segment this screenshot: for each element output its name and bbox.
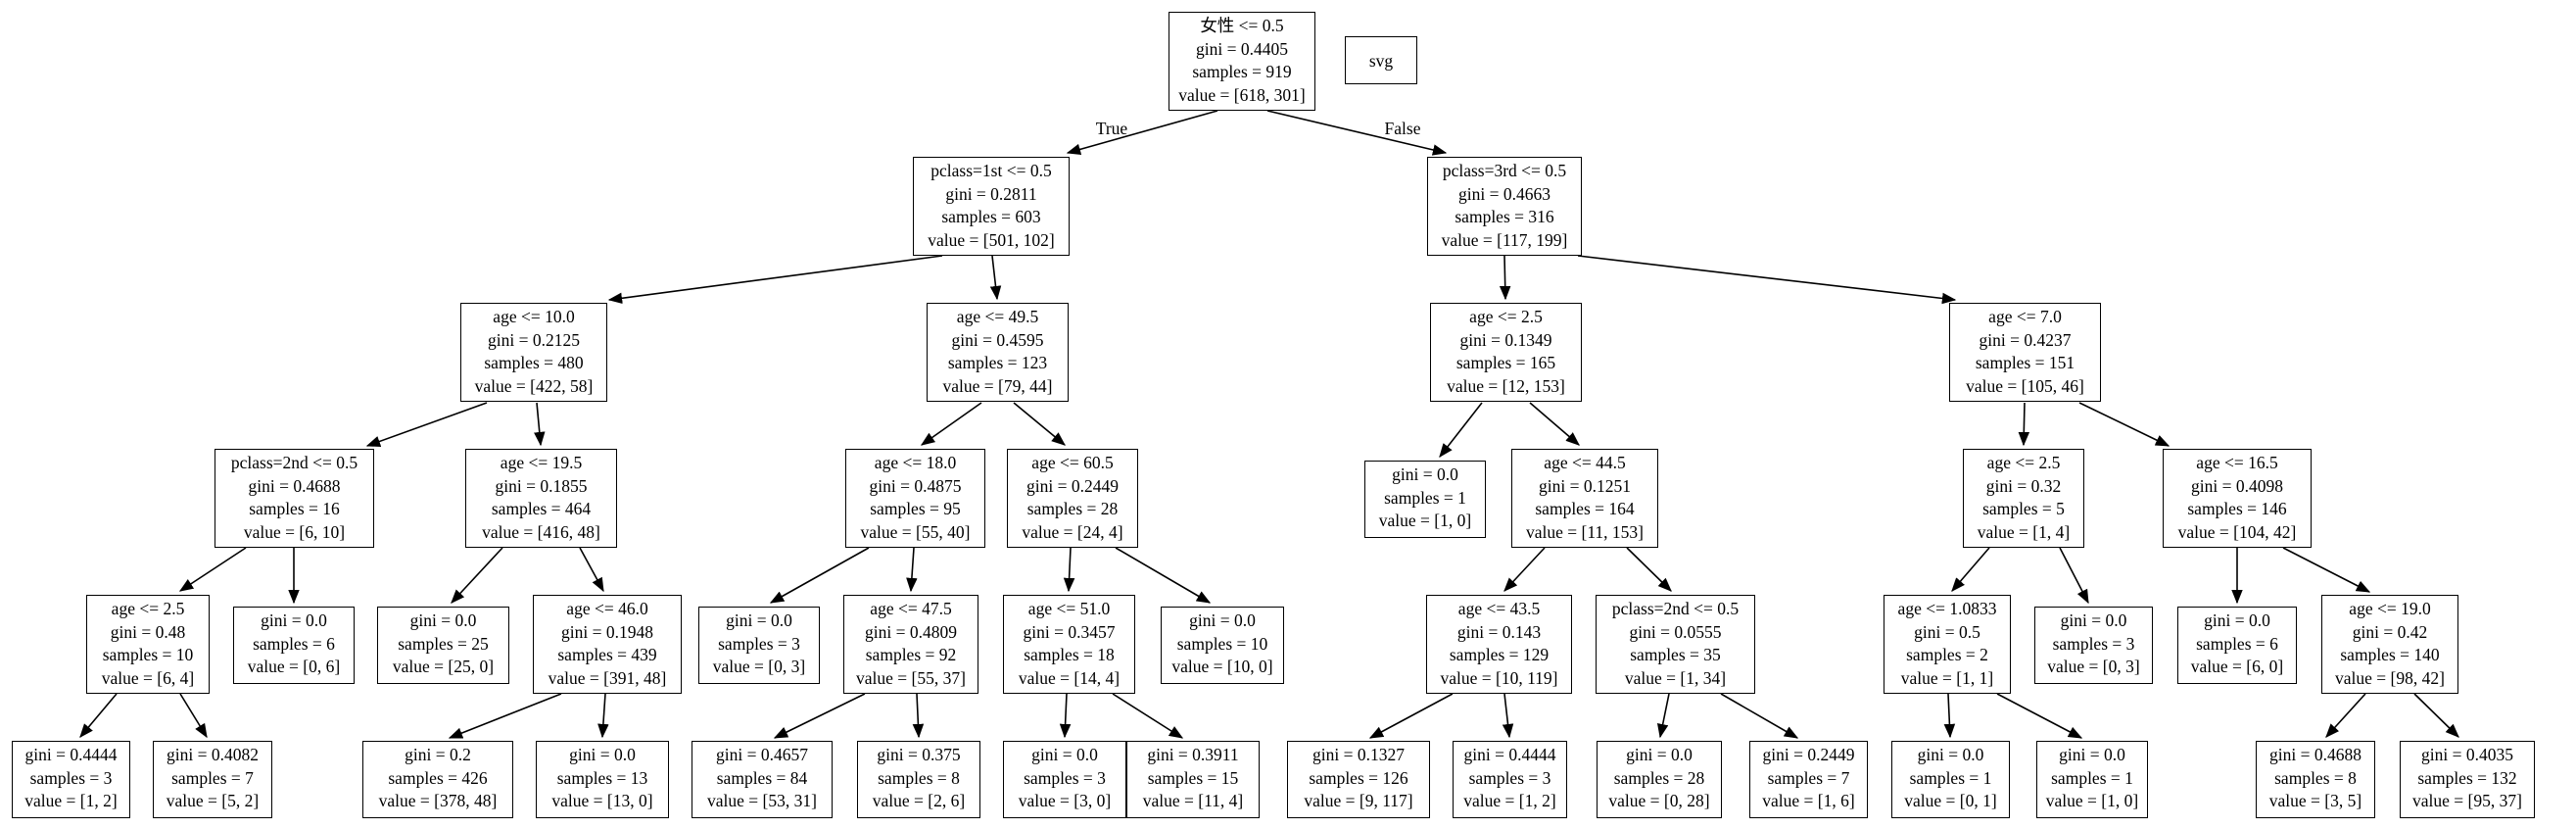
leaf-gini-0-4082: gini = 0.4082 samples = 7 value = [5, 2] [153, 741, 272, 818]
edge-age49_5-age18 [920, 402, 982, 446]
leaf-value-6-0: gini = 0.0 samples = 6 value = [6, 0] [2177, 607, 2297, 684]
edge-age60_5-leaf_10_0 [1115, 547, 1212, 604]
edge-p3-age2_5a [1499, 255, 1511, 301]
edge-age2_5b-L1 [79, 693, 118, 738]
edge-p3-age7 [1577, 255, 1957, 305]
edge-age19_5-age46 [579, 547, 604, 593]
node-age-44-5: age <= 44.5 gini = 0.1251 samples = 164 … [1511, 449, 1658, 548]
node-age-16-5: age <= 16.5 gini = 0.4098 samples = 146 … [2163, 449, 2312, 548]
leaf-value-0-3-b: gini = 0.0 samples = 3 value = [0, 3] [2034, 607, 2153, 684]
node-root-female: 女性 <= 0.5 gini = 0.4405 samples = 919 va… [1169, 12, 1315, 111]
leaf-value-3-0: gini = 0.0 samples = 3 value = [3, 0] [1003, 741, 1126, 818]
edge-p2b-L12 [1720, 693, 1799, 739]
edge-age44_5-age43_5 [1503, 547, 1546, 592]
node-age-47-5: age <= 47.5 gini = 0.4809 samples = 92 v… [843, 595, 978, 694]
edge-age2_5a-leaf_1_0_r4 [1439, 402, 1483, 459]
edge-age43_5-L10 [1502, 693, 1514, 739]
leaf-value-1-0: gini = 0.0 samples = 1 value = [1, 0] [2036, 741, 2148, 818]
leaf-gini-0-4657: gini = 0.4657 samples = 84 value = [53, … [692, 741, 833, 818]
node-age-2-5-a: age <= 2.5 gini = 0.1349 samples = 165 v… [1430, 303, 1582, 402]
edge-age10-p2a [365, 402, 488, 447]
leaf-gini-0-1327: gini = 0.1327 samples = 126 value = [9, … [1287, 741, 1430, 818]
edge-age46-L4 [597, 693, 609, 739]
edge-age18-age47_5 [906, 547, 918, 593]
leaf-gini-0-2: gini = 0.2 samples = 426 value = [378, 4… [362, 741, 513, 818]
edge-p2a-age2_5b [178, 547, 247, 592]
node-age-10: age <= 10.0 gini = 0.2125 samples = 480 … [460, 303, 607, 402]
edge-age60_5-age51 [1063, 547, 1075, 593]
edge-p1-age10 [607, 255, 943, 304]
edge-age7-age2_5c [2018, 402, 2030, 447]
node-age-2-5-c: age <= 2.5 gini = 0.32 samples = 5 value… [1963, 449, 2084, 548]
edge-p2b-L11 [1656, 693, 1670, 739]
leaf-value-0-28: gini = 0.0 samples = 28 value = [0, 28] [1597, 741, 1722, 818]
edge-age1_0833-L13 [1943, 693, 1956, 739]
leaf-gini-0-4688: gini = 0.4688 samples = 8 value = [3, 5] [2256, 741, 2375, 818]
node-age-1-0833: age <= 1.0833 gini = 0.5 samples = 2 val… [1884, 595, 2011, 694]
edge-label-true: True [1095, 119, 1128, 138]
edge-age10-age19_5 [534, 402, 546, 447]
leaf-value-10-0: gini = 0.0 samples = 10 value = [10, 0] [1161, 607, 1284, 684]
node-pclass-2nd-b: pclass=2nd <= 0.5 gini = 0.0555 samples … [1596, 595, 1755, 694]
node-age-51: age <= 51.0 gini = 0.3457 samples = 18 v… [1003, 595, 1135, 694]
edge-age49_5-age60_5 [1013, 402, 1066, 446]
edge-age7-age16_5 [2078, 402, 2171, 447]
edge-age46-L3 [448, 693, 562, 739]
edge-age19_5-leaf_25_0 [451, 547, 503, 604]
leaf-gini-0-3911: gini = 0.3911 samples = 15 value = [11, … [1126, 741, 1260, 818]
node-pclass-1st: pclass=1st <= 0.5 gini = 0.2811 samples … [913, 157, 1070, 256]
edge-age51-L7 [1059, 693, 1072, 739]
edge-age51-L8 [1112, 693, 1184, 739]
node-age-43-5: age <= 43.5 gini = 0.143 samples = 129 v… [1426, 595, 1572, 694]
node-age-60-5: age <= 60.5 gini = 0.2449 samples = 28 v… [1007, 449, 1138, 548]
leaf-value-0-3-a: gini = 0.0 samples = 3 value = [0, 3] [698, 607, 820, 684]
edge-age16_5-age19 [2282, 547, 2371, 593]
leaf-gini-0-375: gini = 0.375 samples = 8 value = [2, 6] [857, 741, 980, 818]
node-age-19: age <= 19.0 gini = 0.42 samples = 140 va… [2321, 595, 2458, 694]
leaf-gini-0-4035: gini = 0.4035 samples = 132 value = [95,… [2400, 741, 2535, 818]
edge-age2_5a-age44_5 [1529, 402, 1580, 446]
edge-age18-leaf_0_3a [769, 547, 870, 604]
edge-age2_5c-age1_0833 [1951, 547, 1990, 592]
leaf-value-13-0: gini = 0.0 samples = 13 value = [13, 0] [536, 741, 669, 818]
leaf-value-0-1: gini = 0.0 samples = 1 value = [0, 1] [1891, 741, 2010, 818]
edge-age19-L16 [2413, 693, 2459, 738]
edge-age2_5c-leaf_0_3b [2059, 547, 2089, 605]
edge-p1-age49_5 [989, 255, 1002, 301]
leaf-gini-0-4444-a: gini = 0.4444 samples = 3 value = [1, 2] [12, 741, 130, 818]
node-age-7: age <= 7.0 gini = 0.4237 samples = 151 v… [1949, 303, 2101, 402]
edge-age2_5b-L2 [179, 693, 208, 739]
node-age-2-5-b: age <= 2.5 gini = 0.48 samples = 10 valu… [86, 595, 210, 694]
leaf-value-25-0: gini = 0.0 samples = 25 value = [25, 0] [377, 607, 509, 684]
leaf-gini-0-4444-b: gini = 0.4444 samples = 3 value = [1, 2] [1453, 741, 1567, 818]
leaf-value-1-0-row4: gini = 0.0 samples = 1 value = [1, 0] [1364, 461, 1486, 538]
node-age-19-5: age <= 19.5 gini = 0.1855 samples = 464 … [465, 449, 617, 548]
node-age-49-5: age <= 49.5 gini = 0.4595 samples = 123 … [927, 303, 1069, 402]
edge-root-p1 [1066, 110, 1218, 155]
edge-age44_5-p2b [1626, 547, 1672, 592]
node-age-18: age <= 18.0 gini = 0.4875 samples = 95 v… [845, 449, 985, 548]
edge-age43_5-L9 [1368, 693, 1454, 739]
node-pclass-3rd: pclass=3rd <= 0.5 gini = 0.4663 samples … [1427, 157, 1582, 256]
edge-age47_5-L6 [912, 693, 925, 739]
edge-age1_0833-L14 [1996, 693, 2083, 739]
edge-root-p3 [1266, 110, 1448, 156]
leaf-gini-0-2449: gini = 0.2449 samples = 7 value = [1, 6] [1749, 741, 1868, 818]
leaf-value-0-6: gini = 0.0 samples = 6 value = [0, 6] [233, 607, 355, 684]
node-age-46: age <= 46.0 gini = 0.1948 samples = 439 … [533, 595, 682, 694]
edge-label-false: False [1384, 119, 1421, 138]
edge-age19-L15 [2325, 693, 2366, 738]
node-pclass-2nd-a: pclass=2nd <= 0.5 gini = 0.4688 samples … [215, 449, 374, 548]
edge-age47_5-L5 [773, 693, 866, 739]
svg-badge: svg [1345, 36, 1417, 84]
